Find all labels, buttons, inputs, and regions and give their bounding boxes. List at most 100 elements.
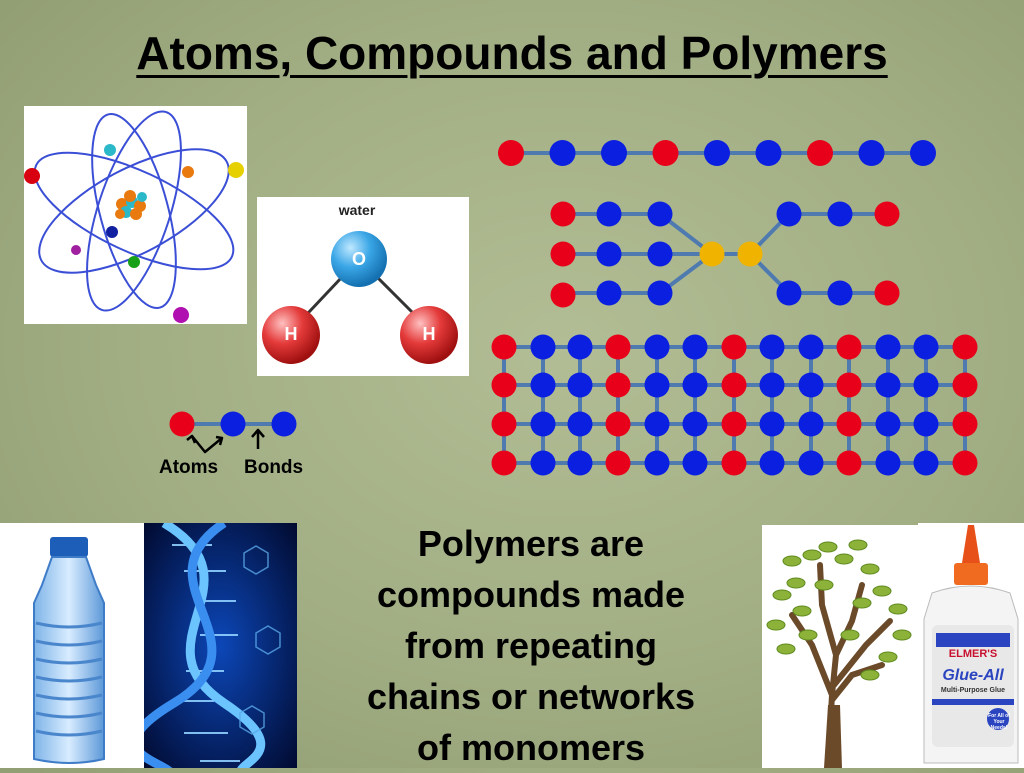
oxygen-atom <box>331 231 387 287</box>
oxygen-label: O <box>351 249 366 269</box>
network-atom <box>875 411 901 437</box>
chain-atom <box>858 140 885 166</box>
water-bottle-image <box>0 523 144 768</box>
branched-atom <box>699 241 725 267</box>
dna-helix-image <box>144 523 297 768</box>
network-atom <box>491 411 517 437</box>
definition-line-4: chains or networks <box>366 676 696 717</box>
network-atom <box>567 450 593 476</box>
glue-bottle-image: ELMER'S Glue-All Multi-Purpose Glue For … <box>918 523 1024 768</box>
network-atom <box>567 334 593 360</box>
chain-atom <box>601 140 627 166</box>
network-atom <box>721 334 747 360</box>
network-atom <box>759 334 785 360</box>
network-atom <box>644 411 670 437</box>
glue-brand: ELMER'S <box>948 648 998 660</box>
definition-line-1: Polymers are <box>417 523 645 564</box>
network-atom <box>491 334 517 360</box>
network-atom <box>836 411 862 437</box>
network-atom <box>644 334 670 360</box>
network-atom <box>644 450 670 476</box>
network-atom <box>530 450 556 476</box>
bonds-arrow <box>251 428 265 449</box>
network-atom <box>530 372 556 398</box>
network-atom <box>798 450 824 476</box>
network-atom <box>721 411 747 437</box>
network-atom <box>952 450 978 476</box>
branched-atom <box>550 201 576 227</box>
branched-atom <box>550 282 576 308</box>
network-atom <box>798 334 824 360</box>
network-atom <box>913 411 939 437</box>
network-atom <box>875 334 901 360</box>
branched-atom <box>647 280 673 306</box>
network-atom <box>798 411 824 437</box>
hydrogen-label-right: H <box>422 324 436 344</box>
legend-atom <box>169 411 195 437</box>
network-atom <box>913 334 939 360</box>
definition-line-2: compounds made <box>376 574 686 615</box>
branched-atom <box>596 241 622 267</box>
network-atom <box>952 411 978 437</box>
network-atom <box>605 372 631 398</box>
hydrogen-label-left: H <box>284 324 298 344</box>
network-atom <box>836 372 862 398</box>
network-atom <box>875 450 901 476</box>
legend-atom <box>271 411 297 437</box>
network-atom <box>491 372 517 398</box>
glue-tagline: Multi-Purpose Glue <box>940 687 1006 694</box>
network-atom <box>798 372 824 398</box>
network-atom <box>491 450 517 476</box>
network-atom <box>682 334 708 360</box>
branched-atom <box>596 280 622 306</box>
network-atom <box>952 372 978 398</box>
chain-atom <box>910 140 936 166</box>
chain-atom <box>498 140 524 166</box>
branched-atom <box>647 241 673 267</box>
network-atom <box>875 372 901 398</box>
network-atom <box>567 372 593 398</box>
glue-badge: For All of Your Needs! <box>988 713 1010 731</box>
slide-title: Atoms, Compounds and Polymers <box>136 27 888 79</box>
chain-atom <box>652 140 679 166</box>
glue-product-name: Glue-All <box>942 667 1004 684</box>
atoms-label: Atoms <box>159 457 219 478</box>
water-molecule-image: water O H H <box>257 197 469 376</box>
network-atom <box>682 450 708 476</box>
network-atom <box>605 411 631 437</box>
legend-atom <box>220 411 246 437</box>
definition-line-3: from repeating <box>404 625 658 666</box>
water-caption: water <box>338 202 376 218</box>
network-atom <box>721 450 747 476</box>
hydrogen-atom-left <box>262 306 320 364</box>
network-atom <box>644 372 670 398</box>
network-atom <box>836 450 862 476</box>
network-atom <box>567 411 593 437</box>
definition-line-5: of monomers <box>416 727 646 768</box>
branched-atom <box>776 280 802 306</box>
tree-image <box>762 525 918 768</box>
network-atom <box>759 372 785 398</box>
branched-atom <box>827 201 853 227</box>
branched-atom <box>827 280 853 306</box>
network-atom <box>530 411 556 437</box>
polymer-definition-text: Polymers are compounds made from repeati… <box>312 518 750 773</box>
network-atom <box>759 450 785 476</box>
network-atom <box>759 411 785 437</box>
branched-atom <box>550 241 576 267</box>
branched-atom <box>776 201 802 227</box>
chain-atom <box>807 140 833 166</box>
branched-atom <box>647 201 673 227</box>
chain-atom <box>755 140 782 166</box>
branched-atom <box>737 241 763 267</box>
network-atom <box>682 372 708 398</box>
atom-model-image <box>24 106 247 324</box>
network-atom <box>913 372 939 398</box>
branched-atom <box>596 201 622 227</box>
network-atom <box>721 372 747 398</box>
branched-atom <box>874 201 900 227</box>
chain-atom <box>549 140 576 166</box>
network-atom <box>913 450 939 476</box>
branched-atom <box>874 280 900 306</box>
